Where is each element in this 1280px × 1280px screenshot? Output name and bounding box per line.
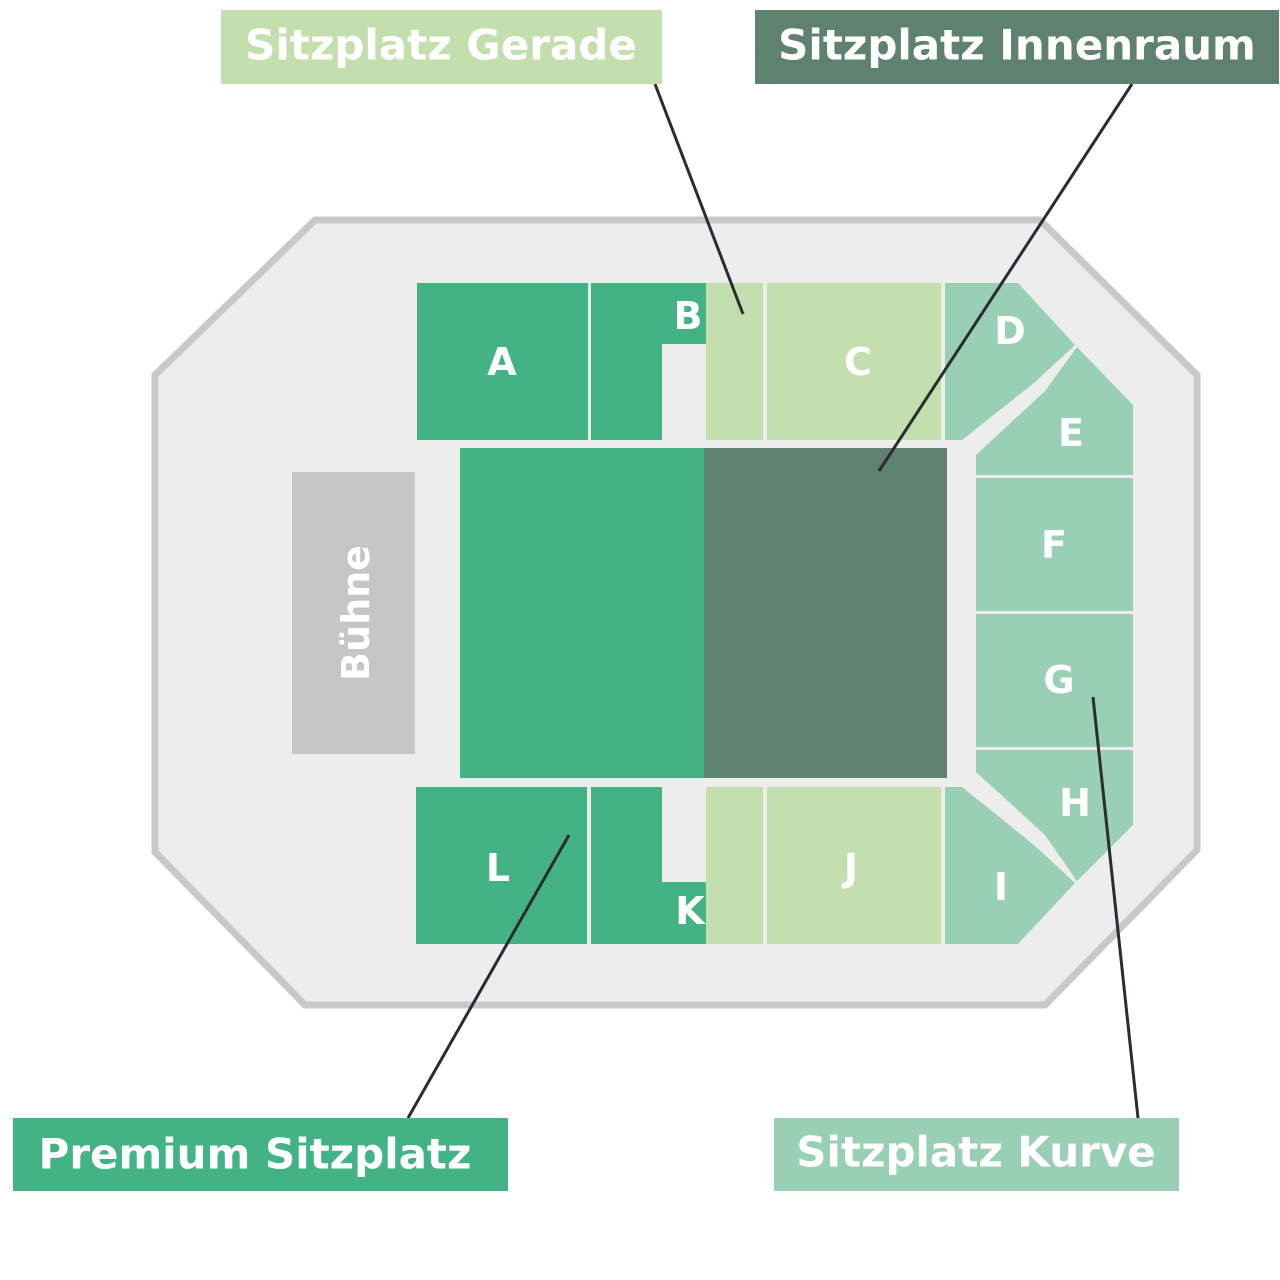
section-label-e: E (1058, 411, 1084, 455)
section-b[interactable] (591, 283, 706, 440)
section-gerade-top-left[interactable] (706, 283, 763, 440)
legend-gerade: Sitzplatz Gerade (221, 10, 662, 84)
section-label-a: A (487, 340, 517, 384)
section-label-f: F (1041, 523, 1067, 567)
legend-kurve-label: Sitzplatz Kurve (796, 1128, 1155, 1177)
legend-innenraum-swatch (755, 10, 1279, 84)
leader-line-premium (406, 834, 571, 1119)
section-c[interactable] (767, 283, 941, 440)
legend-premium-label: Premium Sitzplatz (39, 1130, 472, 1179)
section-l[interactable] (416, 787, 587, 944)
leader-line-innenraum (877, 83, 1134, 472)
section-label-c: C (844, 340, 872, 384)
section-label-k: K (675, 889, 706, 933)
section-label-l: L (486, 846, 510, 890)
legend-innenraum-label: Sitzplatz Innenraum (778, 21, 1256, 70)
section-g[interactable] (976, 614, 1133, 747)
floor-innenraum[interactable] (704, 448, 947, 778)
stage-label: Bühne (334, 545, 378, 681)
section-gerade-bottom-left[interactable] (706, 787, 763, 944)
legend-gerade-label: Sitzplatz Gerade (245, 21, 637, 70)
section-i[interactable] (945, 787, 1075, 944)
section-label-g: G (1043, 658, 1074, 702)
leader-line-kurve (1091, 696, 1140, 1119)
section-j[interactable] (767, 787, 941, 944)
section-a[interactable] (417, 283, 588, 440)
stage-area (292, 472, 415, 754)
legend-premium: Premium Sitzplatz (13, 1118, 508, 1191)
stage: Bühne (292, 472, 415, 754)
section-label-h: H (1059, 781, 1091, 825)
legend-kurve: Sitzplatz Kurve (774, 1118, 1179, 1191)
legend-kurve-swatch (774, 1118, 1179, 1191)
section-label-d: D (994, 309, 1026, 353)
section-label-j: J (841, 846, 858, 890)
section-label-b: B (674, 294, 703, 338)
section-k[interactable] (591, 787, 706, 944)
section-f[interactable] (976, 478, 1133, 611)
section-e[interactable] (976, 347, 1133, 475)
section-h[interactable] (976, 750, 1133, 881)
legend-gerade-swatch (221, 10, 662, 84)
legend-innenraum: Sitzplatz Innenraum (755, 10, 1279, 84)
legend-premium-swatch (13, 1118, 508, 1191)
floor-premium[interactable] (460, 448, 706, 778)
leader-line-gerade (653, 83, 745, 315)
section-label-i: I (994, 865, 1008, 909)
